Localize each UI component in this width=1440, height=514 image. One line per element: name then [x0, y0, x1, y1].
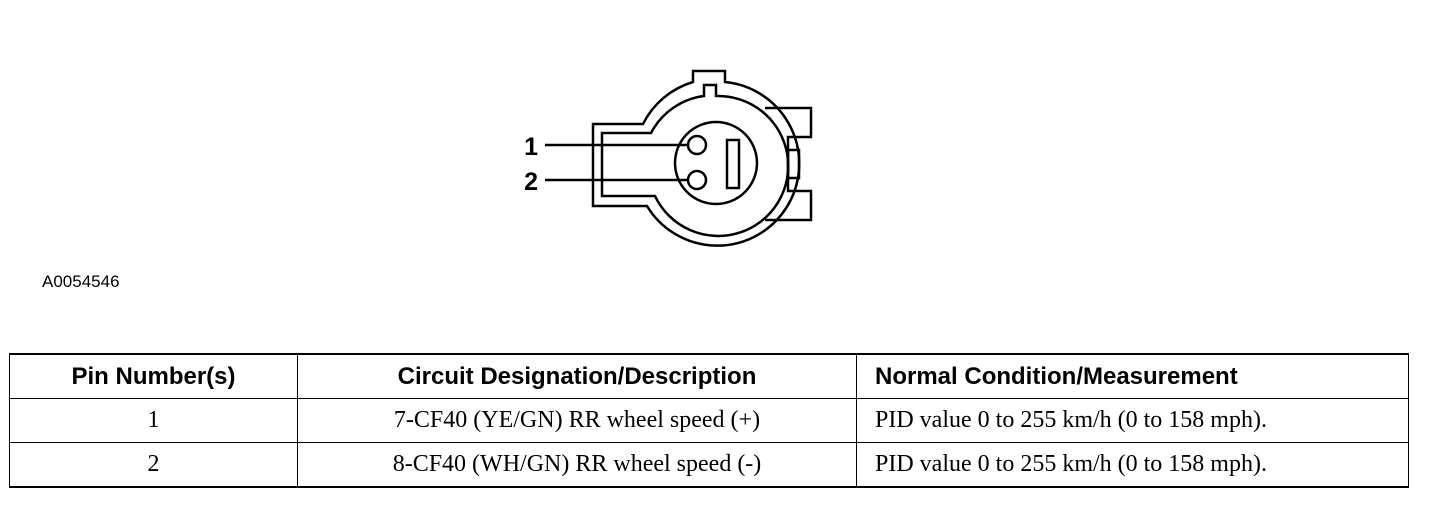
- cell-circuit-designation: 8-CF40 (WH/GN) RR wheel speed (-): [297, 442, 857, 488]
- connector-outer-shell: [591, 69, 801, 247]
- cell-pin-number: 1: [9, 398, 298, 443]
- connector-blade: [725, 138, 741, 190]
- terminal-cavity: [673, 120, 759, 206]
- cell-pin-number: 2: [9, 442, 298, 488]
- header-pin-number: Pin Number(s): [9, 353, 298, 399]
- pin-2-terminal: [686, 169, 708, 191]
- pin-1-terminal: [686, 134, 708, 156]
- cell-circuit-designation: 7-CF40 (YE/GN) RR wheel speed (+): [297, 398, 857, 443]
- cell-normal-condition: PID value 0 to 255 km/h (0 to 158 mph).: [856, 398, 1409, 443]
- table-header-row: Pin Number(s) Circuit Designation/Descri…: [9, 353, 1409, 399]
- pin-2-label: 2: [524, 168, 538, 196]
- header-circuit-designation: Circuit Designation/Description: [297, 353, 857, 399]
- pin-table: Pin Number(s) Circuit Designation/Descri…: [9, 353, 1409, 488]
- figure-id: A0054546: [42, 272, 120, 291]
- connector-inner-shell: [600, 83, 790, 238]
- cell-normal-condition: PID value 0 to 255 km/h (0 to 158 mph).: [856, 442, 1409, 488]
- connector-diagram: 1 2: [524, 69, 813, 247]
- table-row: 2 8-CF40 (WH/GN) RR wheel speed (-) PID …: [9, 442, 1409, 488]
- pin-1-label: 1: [524, 133, 538, 161]
- table-row: 1 7-CF40 (YE/GN) RR wheel speed (+) PID …: [9, 398, 1409, 443]
- header-normal-condition: Normal Condition/Measurement: [856, 353, 1409, 399]
